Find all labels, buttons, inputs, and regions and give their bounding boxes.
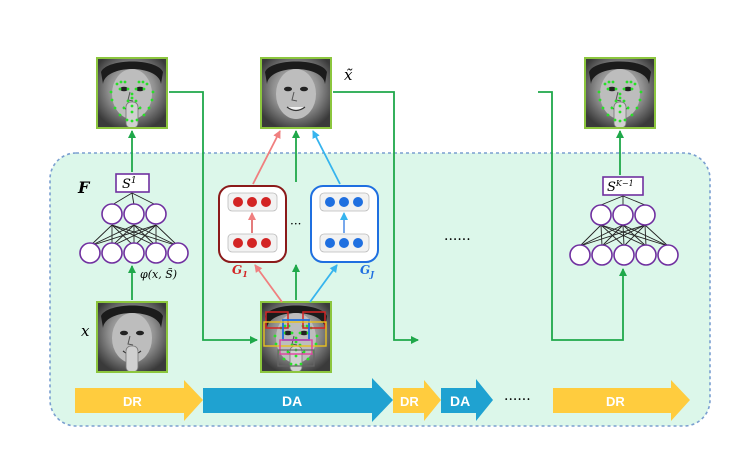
regressor-g1-label: G1 — [232, 263, 248, 279]
regressor-ellipsis: ··· — [290, 217, 301, 231]
shape-last-label: SK−1 — [607, 179, 634, 195]
shape-regressor-network-last — [569, 176, 679, 266]
shape-first-label: S1 — [122, 176, 137, 192]
face-part-crops — [260, 301, 332, 373]
regressor-gj-box — [310, 185, 379, 263]
stage-dr-3-label: DR — [606, 394, 625, 409]
regressor-g1-box — [218, 185, 287, 263]
stage-dr-2-label: DR — [400, 394, 419, 409]
stage-dr-3 — [553, 380, 690, 421]
stage-da-2-label: DA — [450, 393, 470, 409]
face-stage-k-output — [584, 57, 656, 129]
stage-ellipsis: ······ — [444, 232, 471, 248]
feature-function-label: φ(x, S̃) — [140, 268, 177, 281]
face-stage-1-output — [96, 57, 168, 129]
framework-panel — [49, 152, 711, 427]
flow-arrows — [128, 91, 627, 344]
regressor-gj-label: GJ — [360, 263, 375, 279]
stage-da-1 — [203, 378, 393, 422]
stage-dr-1-label: DR — [123, 394, 142, 409]
shape-regressor-network-first — [79, 173, 189, 264]
output-image-label: x̃ — [344, 66, 353, 84]
stage-dr-1 — [75, 380, 203, 421]
input-image-label: x — [81, 322, 90, 340]
framework-label: F — [77, 178, 91, 197]
face-input-image — [96, 301, 168, 373]
regressor-arrows — [252, 130, 341, 303]
stage-bar — [75, 378, 690, 422]
stage-bar-ellipsis: ······ — [504, 392, 531, 408]
stage-dr-2 — [393, 380, 441, 421]
stage-da-1-label: DA — [282, 393, 302, 409]
face-augmented-output — [260, 57, 332, 129]
stage-da-2 — [441, 379, 493, 421]
